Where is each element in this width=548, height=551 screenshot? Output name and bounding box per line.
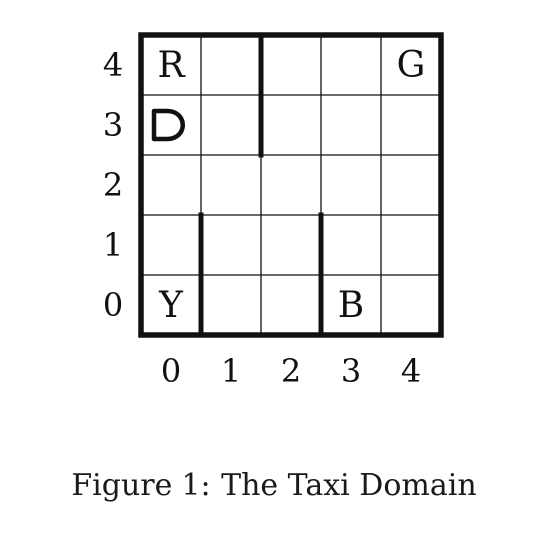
walls [198, 32, 324, 338]
location-markers: R G Y B [157, 45, 425, 326]
location-B: B [338, 285, 364, 326]
location-Y: Y [158, 285, 184, 326]
caption-prefix: Figure [71, 468, 173, 503]
row-label: 3 [103, 106, 123, 144]
row-label: 0 [103, 286, 123, 324]
location-G: G [397, 45, 426, 86]
col-labels: 0 1 2 3 4 [161, 352, 421, 390]
row-label: 1 [103, 226, 123, 264]
taxi-body [151, 108, 185, 142]
taxi-icon [151, 108, 185, 142]
row-label: 4 [103, 46, 123, 84]
caption-title: The Taxi Domain [221, 468, 477, 503]
grid-border [138, 32, 444, 338]
col-label: 2 [281, 352, 301, 390]
outer-border [138, 32, 444, 338]
col-label: 0 [161, 352, 181, 390]
row-label: 2 [103, 166, 123, 204]
location-R: R [157, 45, 185, 86]
col-label: 4 [401, 352, 421, 390]
row-labels: 4 3 2 1 0 [103, 46, 123, 324]
col-label: 1 [221, 352, 241, 390]
caption-number: 1: [181, 468, 211, 503]
col-label: 3 [341, 352, 361, 390]
